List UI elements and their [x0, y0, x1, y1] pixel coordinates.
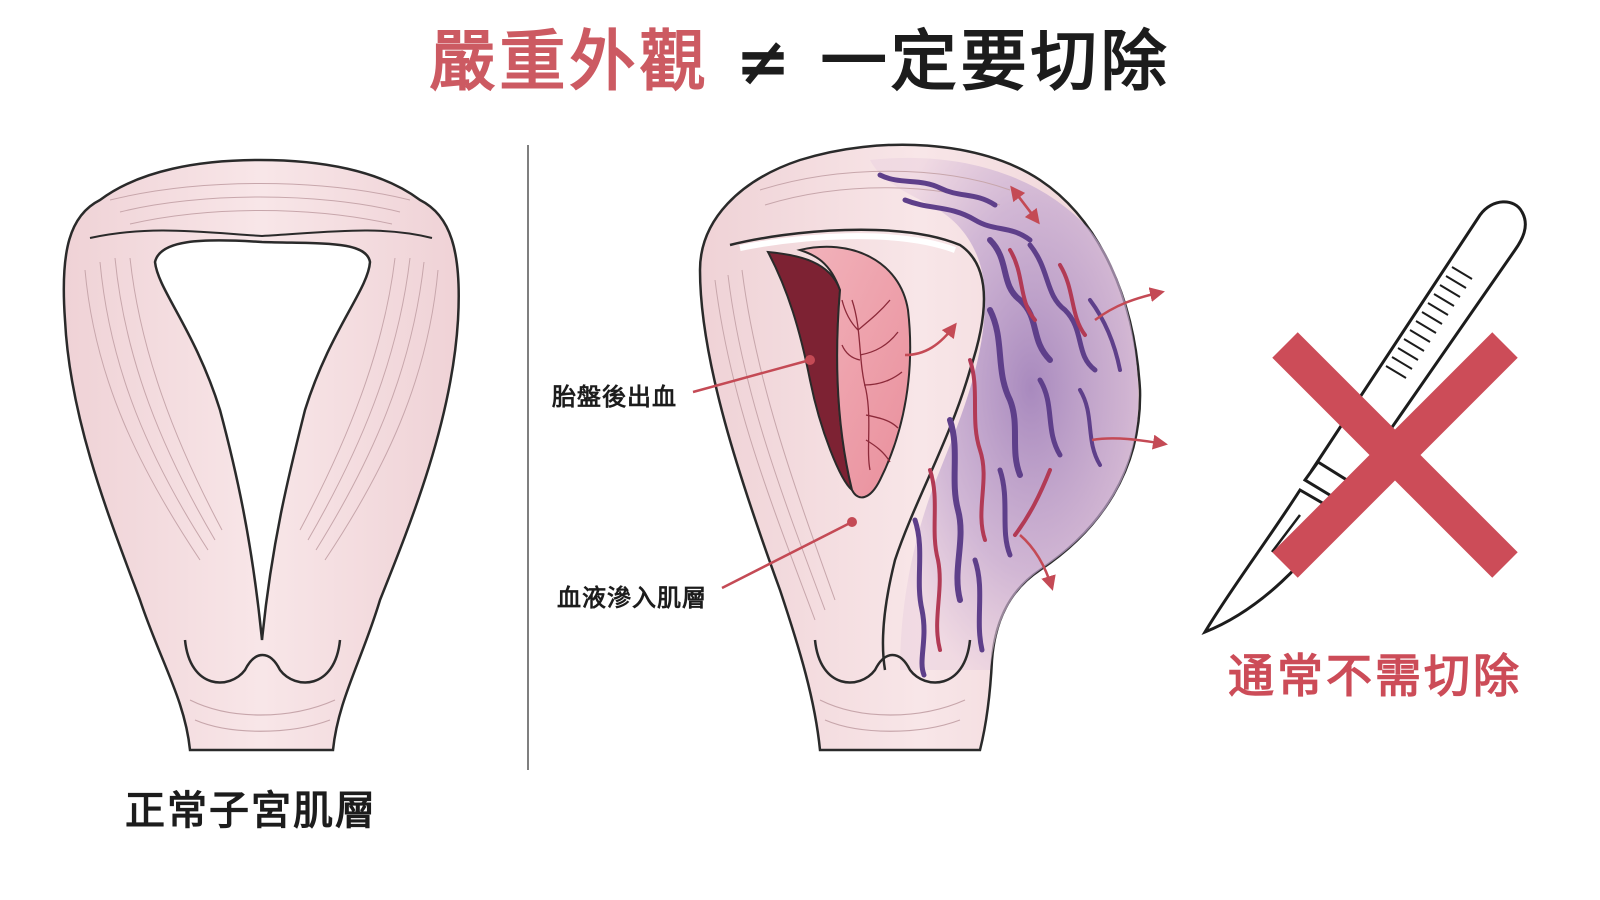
page-title: 嚴重外觀 ≠ 一定要切除 — [0, 22, 1600, 102]
leader-dot-1 — [805, 355, 815, 365]
label-blood-infiltration: 血液滲入肌層 — [557, 584, 707, 612]
title-right: 一定要切除 — [820, 23, 1171, 100]
leader-blood-infiltration — [721, 520, 853, 590]
wall-veins — [877, 172, 1122, 678]
label-normal-uterus: 正常子宮肌層 — [125, 788, 377, 834]
affected-uterus-vagina-line-2 — [824, 719, 961, 732]
arrow-placenta-out — [904, 322, 957, 357]
cross-icon — [1272, 332, 1518, 578]
label-placental-abruption: 胎盤後出血 — [552, 383, 677, 411]
affected-uterus — [692, 143, 1168, 752]
arrow-wall-out-3 — [1019, 534, 1056, 591]
scalpel-grip-lines — [1385, 266, 1473, 379]
leader-dot-2 — [847, 517, 857, 527]
label-usually-no-removal: 通常不需切除 — [1228, 649, 1522, 703]
normal-uterus-cervix — [183, 639, 342, 684]
arrow-thickness-up — [1010, 185, 1039, 223]
callout-leaders — [692, 355, 857, 590]
title-not-equal-symbol: ≠ — [735, 23, 795, 100]
affected-uterus-cervix — [813, 639, 972, 684]
normal-uterus-top-band — [89, 229, 433, 239]
normal-uterus — [62, 158, 460, 752]
scalpel-blade-slot — [1271, 514, 1301, 553]
outward-arrows — [904, 185, 1168, 591]
affected-uterus-fibers — [714, 170, 1011, 621]
normal-uterus-cavity — [153, 239, 372, 641]
placenta-vessels — [841, 299, 903, 471]
normal-uterus-fibers — [84, 183, 439, 561]
arrow-wall-out-1 — [1094, 287, 1165, 322]
affected-uterus-vagina-lines — [819, 699, 966, 716]
placenta — [796, 245, 912, 499]
title-left: 嚴重外觀 — [429, 23, 710, 100]
normal-uterus-vagina-line-2 — [194, 719, 331, 732]
leader-placental-abruption — [692, 358, 811, 394]
affected-uterus-cavity-highlight — [739, 233, 957, 253]
normal-uterus-vagina-lines — [189, 699, 336, 716]
arrow-wall-out-2 — [1091, 434, 1168, 450]
